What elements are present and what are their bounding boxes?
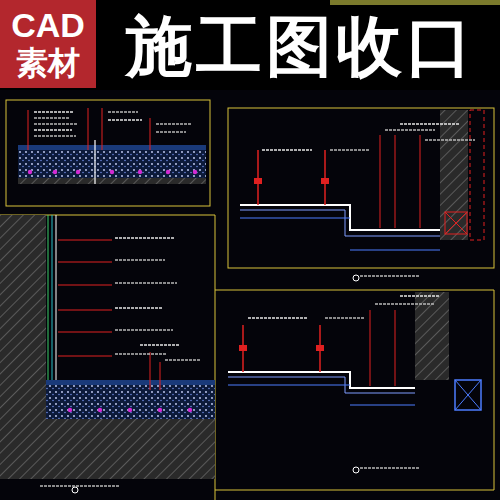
note-stroke bbox=[34, 117, 70, 119]
note-stroke bbox=[248, 317, 308, 319]
wall-floor-detail bbox=[0, 215, 215, 500]
floor-detail bbox=[6, 100, 210, 206]
banner-title: 施工图收口 bbox=[108, 6, 494, 86]
note-stroke bbox=[108, 119, 142, 121]
note-stroke bbox=[360, 275, 420, 277]
note-stroke bbox=[156, 123, 192, 125]
note-stroke bbox=[400, 123, 460, 125]
note-stroke bbox=[156, 131, 186, 133]
note-stroke bbox=[115, 282, 177, 284]
note-stroke bbox=[115, 307, 163, 309]
badge-text: 素材 bbox=[16, 44, 80, 82]
note-stroke bbox=[34, 123, 78, 125]
ceiling-detail-b bbox=[215, 290, 494, 490]
note-stroke bbox=[330, 149, 370, 151]
note-stroke bbox=[400, 295, 440, 297]
note-stroke bbox=[108, 111, 138, 113]
note-stroke bbox=[115, 353, 167, 355]
note-stroke bbox=[262, 149, 312, 151]
note-stroke bbox=[34, 135, 76, 137]
note-stroke bbox=[115, 259, 165, 261]
badge-box: CAD素材 bbox=[0, 0, 96, 88]
note-stroke bbox=[115, 329, 173, 331]
note-stroke bbox=[360, 467, 420, 469]
ceiling-detail-a bbox=[228, 108, 494, 281]
note-stroke bbox=[165, 359, 201, 361]
note-stroke bbox=[385, 129, 435, 131]
note-stroke bbox=[34, 111, 74, 113]
note-stroke bbox=[34, 129, 72, 131]
note-stroke bbox=[140, 344, 180, 346]
badge-text: CAD bbox=[11, 6, 85, 44]
note-stroke bbox=[425, 139, 475, 141]
note-stroke bbox=[325, 317, 365, 319]
note-stroke bbox=[40, 485, 120, 487]
note-stroke bbox=[375, 303, 435, 305]
note-stroke bbox=[115, 237, 175, 239]
note-strokes bbox=[34, 112, 475, 486]
